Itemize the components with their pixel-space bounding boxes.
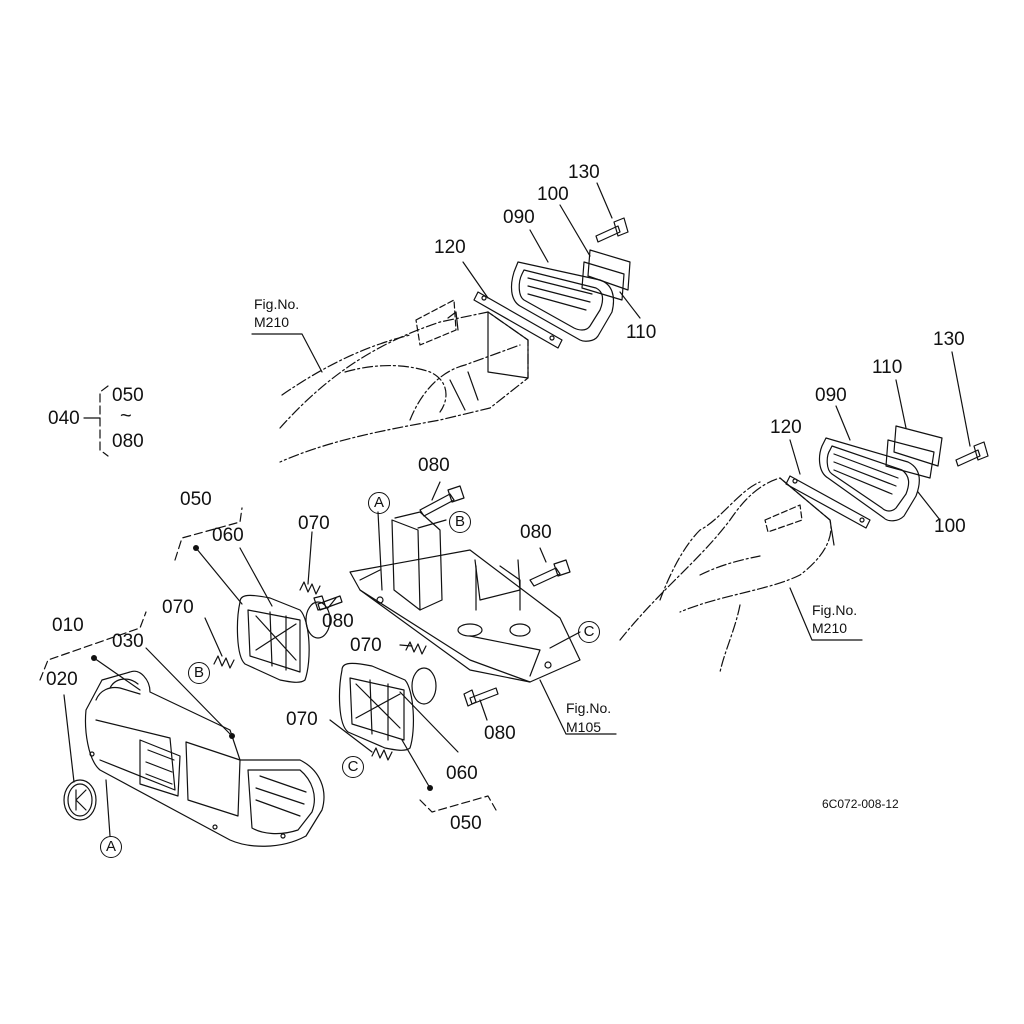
right-duct bbox=[619, 477, 835, 673]
label-080-range-end: 080 bbox=[112, 431, 144, 452]
label-110-right: 110 bbox=[872, 357, 903, 378]
leader-lines-lower bbox=[63, 481, 617, 837]
headlamp-left bbox=[236, 594, 331, 683]
label-050-range-start: 050 bbox=[112, 385, 144, 406]
fig-ref-prefix-upper: Fig.No. bbox=[254, 296, 300, 312]
label-100-right: 100 bbox=[934, 516, 966, 537]
label-130-right: 130 bbox=[933, 329, 965, 350]
fig-ref-prefix-bracket: Fig.No. bbox=[566, 700, 612, 716]
label-060-lower: 060 bbox=[446, 763, 478, 784]
connector-mark-b-upper: B bbox=[449, 511, 471, 533]
connector-mark-a-upper: A bbox=[368, 492, 390, 514]
label-120-upper: 120 bbox=[434, 237, 466, 258]
connector-mark-a-lower: A bbox=[100, 836, 122, 858]
label-030: 030 bbox=[112, 631, 144, 652]
leader-lines-upper bbox=[251, 182, 641, 373]
label-090-right: 090 bbox=[815, 385, 847, 406]
label-080-b: 080 bbox=[520, 522, 552, 543]
upper-duct bbox=[279, 299, 529, 463]
label-070-a: 070 bbox=[298, 513, 330, 534]
label-070-b: 070 bbox=[162, 597, 194, 618]
label-120-right: 120 bbox=[770, 417, 802, 438]
label-090-upper: 090 bbox=[503, 207, 535, 228]
right-vent-parts bbox=[785, 425, 989, 529]
label-050-lower: 050 bbox=[450, 813, 482, 834]
headlamp-right bbox=[338, 662, 437, 751]
group-brackets bbox=[39, 385, 497, 813]
fig-ref-prefix-right: Fig.No. bbox=[812, 602, 858, 618]
label-040: 040 bbox=[48, 408, 80, 429]
range-separator: ~ bbox=[120, 405, 132, 427]
label-010: 010 bbox=[52, 615, 84, 636]
bolts bbox=[313, 485, 571, 707]
label-080-a: 080 bbox=[418, 455, 450, 476]
fig-ref-number-bracket: M105 bbox=[566, 719, 602, 735]
label-130-upper: 130 bbox=[568, 162, 600, 183]
upper-vent-parts bbox=[473, 217, 631, 349]
bracket-plate bbox=[349, 511, 581, 683]
label-080-c: 080 bbox=[322, 611, 354, 632]
label-060-upper: 060 bbox=[212, 525, 244, 546]
label-080-d: 080 bbox=[484, 723, 516, 744]
emblem bbox=[63, 779, 97, 821]
label-020: 020 bbox=[46, 669, 78, 690]
label-100-upper: 100 bbox=[537, 184, 569, 205]
grille-frame bbox=[84, 670, 325, 847]
connector-mark-c-upper: C bbox=[578, 621, 600, 643]
fig-ref-number-upper: M210 bbox=[254, 314, 290, 330]
drawing-code: 6C072-008-12 bbox=[822, 797, 899, 811]
fig-ref-number-right: M210 bbox=[812, 620, 848, 636]
label-070-d: 070 bbox=[286, 709, 318, 730]
connector-mark-b-lower: B bbox=[188, 662, 210, 684]
label-070-c: 070 bbox=[350, 635, 382, 656]
connector-mark-c-lower: C bbox=[342, 756, 364, 778]
leader-lines-right bbox=[789, 351, 971, 641]
label-050-upper: 050 bbox=[180, 489, 212, 510]
label-110-upper: 110 bbox=[626, 322, 657, 343]
springs bbox=[213, 581, 427, 761]
